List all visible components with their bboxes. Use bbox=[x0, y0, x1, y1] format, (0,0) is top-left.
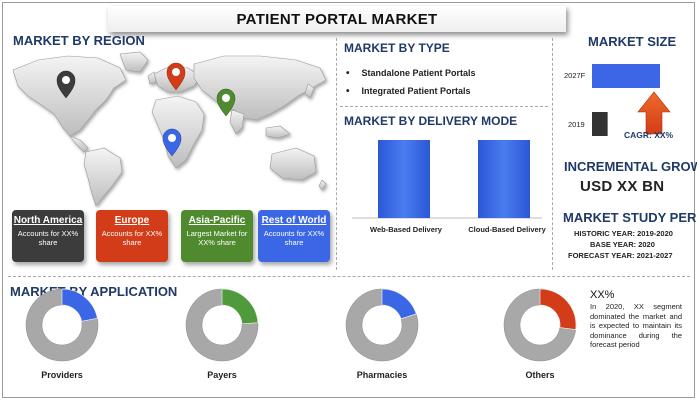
divider bbox=[552, 38, 553, 270]
incremental-value: USD XX BN bbox=[580, 178, 665, 195]
bar-label-cloud-based: Cloud-Based Delivery bbox=[468, 225, 546, 234]
region-desc: Largest Market for XX% share bbox=[186, 229, 248, 247]
base-year: BASE YEAR: 2020 bbox=[590, 240, 655, 249]
region-name: North America bbox=[13, 215, 83, 226]
region-card-europe: Europe Accounts for XX% share bbox=[96, 210, 168, 262]
region-card-north-america: North America Accounts for XX% share bbox=[12, 210, 84, 262]
region-card-rest-of-world: Rest of World Accounts for XX% share bbox=[258, 210, 330, 262]
note-title: XX% bbox=[590, 289, 615, 301]
type-item: Standalone Patient Portals bbox=[344, 64, 476, 82]
bar-web-based-delivery bbox=[378, 140, 430, 218]
delivery-heading: MARKET BY DELIVERY MODE bbox=[344, 114, 518, 128]
cagr-label: CAGR: XX% bbox=[624, 130, 674, 140]
donut-label-pharmacies: Pharmacies bbox=[356, 370, 408, 380]
north-america-pin bbox=[56, 70, 76, 99]
map-pins bbox=[56, 62, 236, 157]
region-heading: MARKET BY REGION bbox=[13, 33, 145, 48]
donut-highlight-slice bbox=[539, 288, 577, 330]
donut-highlight-slice bbox=[381, 288, 417, 320]
size-heading: MARKET SIZE bbox=[588, 34, 677, 49]
asia-pacific-pin bbox=[216, 88, 236, 117]
donut-payers bbox=[185, 288, 259, 362]
donut-label-others: Others bbox=[525, 370, 555, 380]
world-map bbox=[12, 51, 327, 207]
growth-arrow-icon bbox=[637, 91, 671, 135]
size-bar-2027f bbox=[592, 64, 660, 88]
size-year-label: 2019 bbox=[568, 120, 585, 129]
historic-year: HISTORIC YEAR: 2019-2020 bbox=[574, 229, 673, 238]
donut-label-providers: Providers bbox=[41, 370, 83, 380]
region-name: Asia-Pacific bbox=[188, 215, 246, 226]
divider bbox=[8, 276, 690, 277]
type-heading: MARKET BY TYPE bbox=[344, 41, 450, 55]
region-card-asia-pacific: Asia-Pacific Largest Market for XX% shar… bbox=[181, 210, 253, 262]
donut-highlight-slice bbox=[221, 288, 259, 325]
donut-highlight-slice bbox=[61, 288, 98, 322]
market-size-chart bbox=[592, 64, 671, 136]
growth-heading: INCREMENTAL GROWTH bbox=[564, 159, 697, 174]
region-desc: Accounts for XX% share bbox=[17, 229, 79, 247]
donut-providers bbox=[25, 288, 99, 362]
divider bbox=[340, 106, 548, 107]
region-name: Europe bbox=[114, 215, 150, 226]
region-desc: Accounts for XX% share bbox=[101, 229, 163, 247]
bar-cloud-based-delivery bbox=[478, 140, 530, 218]
donut-pharmacies bbox=[345, 288, 419, 362]
type-list: Standalone Patient Portals Integrated Pa… bbox=[344, 64, 476, 100]
size-year-label: 2027F bbox=[564, 71, 586, 80]
rest-of-world-pin bbox=[162, 128, 182, 157]
bar-label-web-based: Web-Based Delivery bbox=[370, 225, 442, 234]
size-bar-2019 bbox=[592, 112, 608, 136]
donut-others bbox=[503, 288, 577, 362]
type-item: Integrated Patient Portals bbox=[344, 82, 476, 100]
donut-label-payers: Payers bbox=[207, 370, 237, 380]
region-name: Rest of World bbox=[261, 215, 327, 226]
page-title: PATIENT PORTAL MARKET bbox=[236, 10, 438, 28]
forecast-year: FORECAST YEAR: 2021-2027 bbox=[568, 251, 673, 260]
region-desc: Accounts for XX% share bbox=[263, 229, 325, 247]
europe-pin bbox=[166, 62, 186, 91]
period-heading: MARKET STUDY PERIOD bbox=[563, 210, 697, 225]
note-text: In 2020, XX segment dominated the market… bbox=[590, 302, 682, 349]
divider bbox=[336, 38, 337, 270]
delivery-bar-chart bbox=[352, 140, 542, 219]
title-banner: PATIENT PORTAL MARKET bbox=[108, 6, 566, 32]
